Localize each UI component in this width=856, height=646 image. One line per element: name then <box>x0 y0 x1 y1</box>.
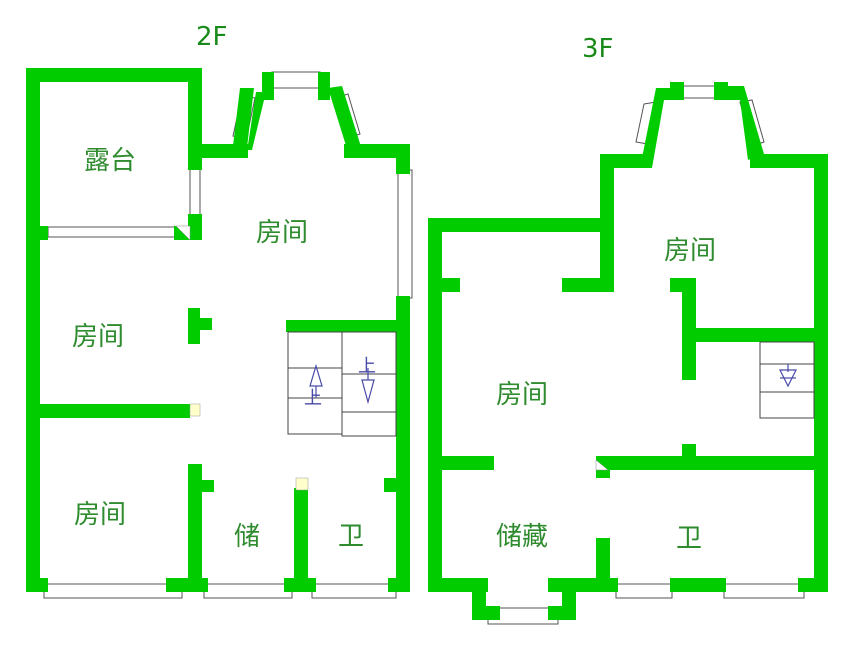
room-label-2f-left: 房间 <box>72 322 125 352</box>
bottom-window-3 <box>311 583 397 599</box>
terrace-window <box>47 226 179 238</box>
room-label-2f-storage: 储 <box>234 522 261 552</box>
stair-label-up-a: 上 <box>304 388 322 409</box>
room-label-3f-storage: 储藏 <box>496 522 549 552</box>
room-label-2f-bath: 卫 <box>338 522 365 552</box>
bottom-window-3f-1 <box>615 583 673 599</box>
room-label-3f-top-right: 房间 <box>664 236 717 266</box>
second-floor-plan <box>26 68 413 599</box>
room-label-3f-bath: 卫 <box>676 524 703 554</box>
stair-direction-arrows <box>309 363 375 405</box>
floor-title-3f: 3F <box>582 34 614 64</box>
third-floor-plan <box>428 82 828 625</box>
room-label-2f-bottom-left: 房间 <box>74 500 127 530</box>
floor-title-2f: 2F <box>196 22 228 52</box>
room-label-2f-top: 房间 <box>256 218 309 248</box>
third-floor-stairs <box>759 341 815 419</box>
room-label-terrace: 露台 <box>84 146 137 176</box>
second-floor-walls <box>26 68 410 592</box>
third-floor-walls <box>428 82 828 620</box>
bottom-window-3f-2 <box>723 583 805 599</box>
stair-label-up-b: 上 <box>358 356 376 377</box>
terrace-side-window <box>189 166 201 216</box>
room-east-window <box>397 169 413 299</box>
bay-top-window <box>271 71 321 89</box>
third-floor-windows <box>487 85 805 625</box>
bottom-window-1 <box>43 583 183 599</box>
bottom-window-2 <box>203 583 293 599</box>
room-label-3f-main: 房间 <box>496 380 549 410</box>
